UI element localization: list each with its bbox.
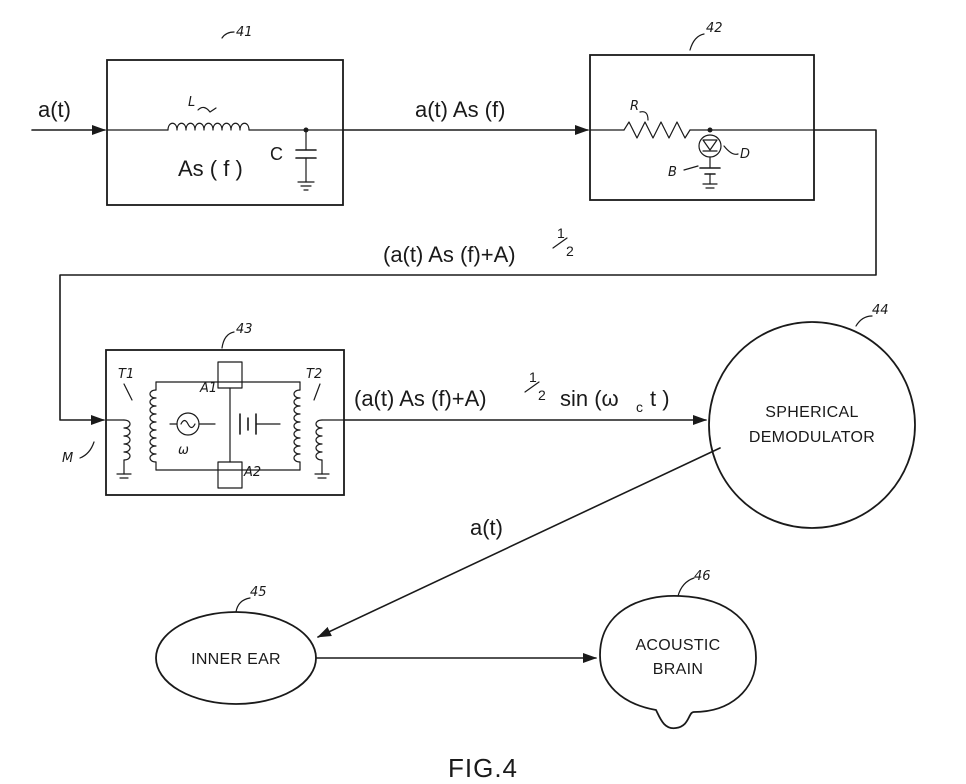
signal-41-42-label: a(t) As (f) [415, 97, 505, 122]
t1-secondary-coil [149, 389, 157, 463]
t1-leader [123, 383, 133, 401]
diode-leader [723, 145, 739, 155]
signal-43-44-label: (a(t) As (f)+A) [354, 386, 487, 411]
block-43-frame [105, 349, 345, 496]
ref-45-label: 45 [250, 585, 267, 600]
ref-43-leader [221, 331, 235, 349]
ref-41-label: 41 [236, 25, 253, 40]
inductor-leader [197, 106, 217, 113]
t2-output-coil [315, 419, 323, 461]
node-45-inner-ear: 45 INNER EAR [155, 585, 317, 705]
signal-43-44-tail: t ) [650, 386, 670, 411]
inductor-label: L [188, 95, 195, 110]
transfer-function-label: As ( f ) [178, 156, 243, 181]
signal-42-43-exp-den: 2 [566, 243, 574, 259]
battery-label: B [668, 165, 677, 180]
diode-node [707, 127, 713, 133]
block-41-frame [106, 59, 344, 206]
signal-44-45-label: a(t) [470, 515, 503, 540]
input-signal-label: a(t) [38, 97, 71, 122]
demodulator-circle [708, 321, 916, 529]
demodulator-text-1: SPHERICAL [765, 404, 858, 421]
block-41: 41 L C As ( f ) [106, 25, 344, 206]
signal-43-44-sub: c [636, 399, 643, 415]
brain-shape [599, 595, 757, 730]
signal-43-44-exp-num: 1 [529, 369, 537, 385]
a2-label: A2 [243, 465, 261, 480]
brain-text-1: ACOUSTIC [635, 637, 720, 654]
battery-leader [683, 165, 699, 171]
input-m-label: M [62, 451, 73, 466]
diode-label: D [740, 147, 750, 162]
inductor-coil [167, 122, 250, 131]
diode-symbol [702, 139, 718, 151]
signal-43-44-exp-slash [524, 381, 540, 393]
connector-42-to-43 [59, 129, 877, 425]
ref-46-label: 46 [694, 569, 711, 584]
t2-label: T2 [306, 367, 322, 382]
capacitor-label: C [270, 144, 283, 164]
t1-primary-coil [123, 419, 131, 461]
a1-label: A1 [199, 381, 217, 396]
demodulator-text-2: DEMODULATOR [749, 429, 875, 446]
signal-42-43-exp-num: 1 [557, 225, 565, 241]
oscillator-label: ω [178, 443, 189, 458]
resistor-zigzag [623, 121, 691, 139]
ref-44-label: 44 [872, 303, 889, 318]
input-m-leader [79, 441, 95, 459]
ref-43-label: 43 [236, 322, 253, 337]
resistor-leader [639, 111, 649, 121]
brain-text-2: BRAIN [653, 661, 703, 678]
t2-leader [313, 383, 321, 401]
ref-42-label: 42 [706, 21, 723, 36]
ref-41-leader [221, 31, 235, 39]
node-46-acoustic-brain: 46 ACOUSTIC BRAIN [599, 569, 757, 730]
arrow-44-to-45 [317, 447, 721, 638]
t1-label: T1 [118, 367, 134, 382]
node-44-demodulator: 44 SPHERICAL DEMODULATOR [708, 303, 916, 529]
block-42: 42 R B D [589, 21, 815, 201]
signal-42-43-label: (a(t) As (f)+A) [383, 242, 516, 267]
signal-43-44-sin: sin (ω [560, 386, 619, 411]
ref-46-leader [677, 577, 695, 597]
signal-42-43-exp-slash [552, 237, 568, 249]
resistor-label: R [630, 99, 639, 114]
ref-45-leader [235, 597, 251, 613]
inner-ear-text: INNER EAR [191, 651, 281, 668]
ref-44-leader [855, 315, 873, 327]
oscillator-sine [180, 419, 196, 429]
block-43: 43 T1 A1 A2 ω [105, 322, 345, 496]
t2-secondary-coil [293, 389, 301, 463]
ref-42-leader [689, 33, 705, 51]
block-42-frame [589, 54, 815, 201]
figure-caption: FIG.4 [448, 753, 518, 783]
signal-43-44-exp-den: 2 [538, 387, 546, 403]
